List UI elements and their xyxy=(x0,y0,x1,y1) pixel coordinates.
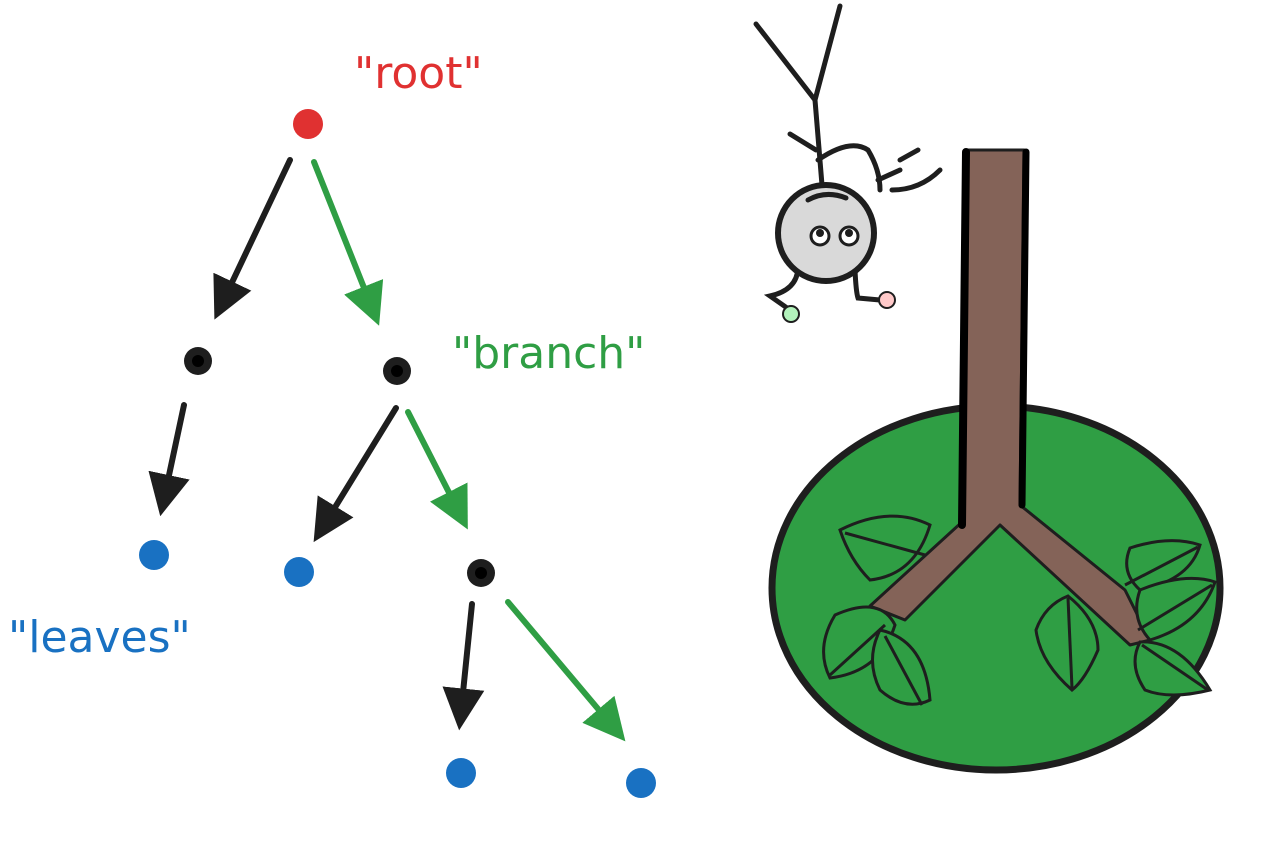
edge-root-to-branch xyxy=(311,159,384,326)
edge-root-to-left xyxy=(213,157,293,320)
edge-branch-to-node xyxy=(405,409,468,530)
leaf-cluster-right xyxy=(1124,539,1217,697)
leaf-cluster-left-upper xyxy=(838,514,932,582)
figure-arm-right xyxy=(852,267,883,303)
figure-eye-right-pupil xyxy=(845,229,853,237)
edge-branch-to-leaf xyxy=(313,405,399,543)
edge-node-to-leaf-right xyxy=(505,599,626,742)
edge-node-to-leaf-left xyxy=(442,601,485,731)
branch-label: "branch" xyxy=(452,328,645,379)
root-node xyxy=(293,109,323,139)
figure-left-leg xyxy=(753,21,818,103)
figure-right-leg xyxy=(812,3,843,103)
figure-right-hand xyxy=(878,291,896,309)
real-tree-illustration xyxy=(753,3,1224,774)
leaf-node-4 xyxy=(626,768,656,798)
trunk-right-edge xyxy=(1018,148,1030,509)
leaves-label: "leaves" xyxy=(8,612,191,663)
branch-node-inner xyxy=(391,365,403,377)
leaf-cluster-left-lower xyxy=(822,605,932,706)
figure-arm-left xyxy=(763,265,801,313)
figure-eyebrow xyxy=(805,192,849,203)
abstract-tree: "root" "branch" "leaves" xyxy=(8,48,656,798)
figure-hip-line xyxy=(787,131,819,153)
internal-node-lower-inner xyxy=(475,567,487,579)
leaf-node-3 xyxy=(446,758,476,788)
edge-left-to-leaf xyxy=(148,402,190,517)
leaf-center xyxy=(1034,594,1100,692)
figure-body xyxy=(812,97,825,188)
figure-arm-wave xyxy=(875,147,943,193)
root-label: "root" xyxy=(354,48,483,99)
figure-left-hand xyxy=(782,305,800,323)
figure-eye-left-pupil xyxy=(816,229,824,237)
leaf-node-1 xyxy=(139,540,169,570)
trunk-left-edge xyxy=(958,148,970,529)
internal-node-left-inner xyxy=(192,355,204,367)
leaf-node-2 xyxy=(284,557,314,587)
